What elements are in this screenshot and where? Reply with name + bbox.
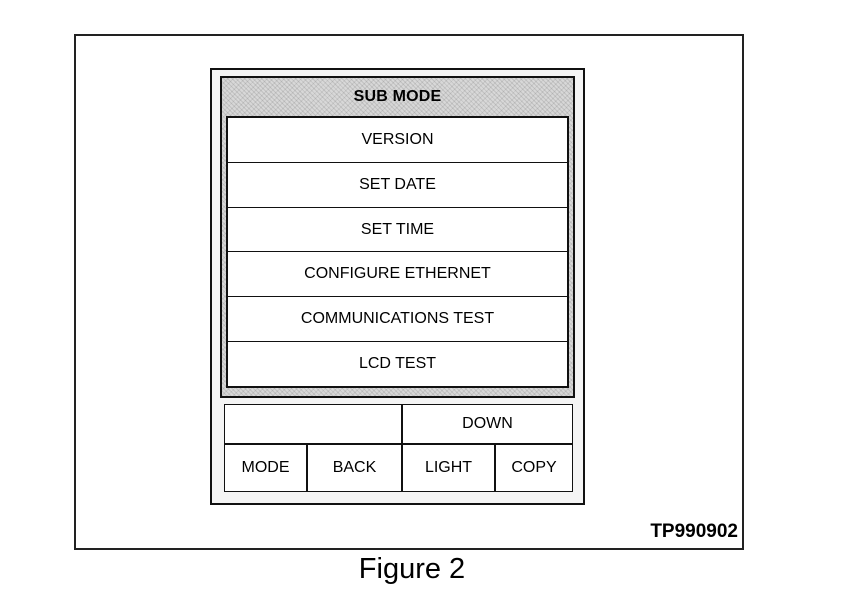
blank-button[interactable] [224, 404, 402, 444]
figure-id: TP990902 [650, 521, 738, 542]
light-button[interactable]: LIGHT [402, 444, 495, 492]
button-panel: DOWN MODE BACK LIGHT COPY [224, 404, 573, 492]
copy-button[interactable]: COPY [495, 444, 573, 492]
screen-title: SUB MODE [353, 88, 442, 105]
menu-item-version[interactable]: VERSION [228, 118, 567, 163]
lcd-screen: SUB MODE VERSION SET DATE SET TIME CONFI… [220, 76, 575, 398]
back-button[interactable]: BACK [307, 444, 402, 492]
menu-item-set-time[interactable]: SET TIME [228, 207, 567, 253]
menu-list: VERSION SET DATE SET TIME CONFIGURE ETHE… [226, 116, 569, 388]
figure-frame [74, 34, 744, 550]
device-panel: SUB MODE VERSION SET DATE SET TIME CONFI… [210, 68, 585, 505]
menu-item-communications-test[interactable]: COMMUNICATIONS TEST [228, 297, 567, 343]
mode-button[interactable]: MODE [224, 444, 307, 492]
down-button[interactable]: DOWN [402, 404, 573, 444]
figure-caption: Figure 2 [358, 553, 466, 585]
menu-item-configure-ethernet[interactable]: CONFIGURE ETHERNET [228, 252, 567, 298]
menu-item-lcd-test[interactable]: LCD TEST [228, 342, 567, 386]
menu-item-set-date[interactable]: SET DATE [228, 162, 567, 208]
